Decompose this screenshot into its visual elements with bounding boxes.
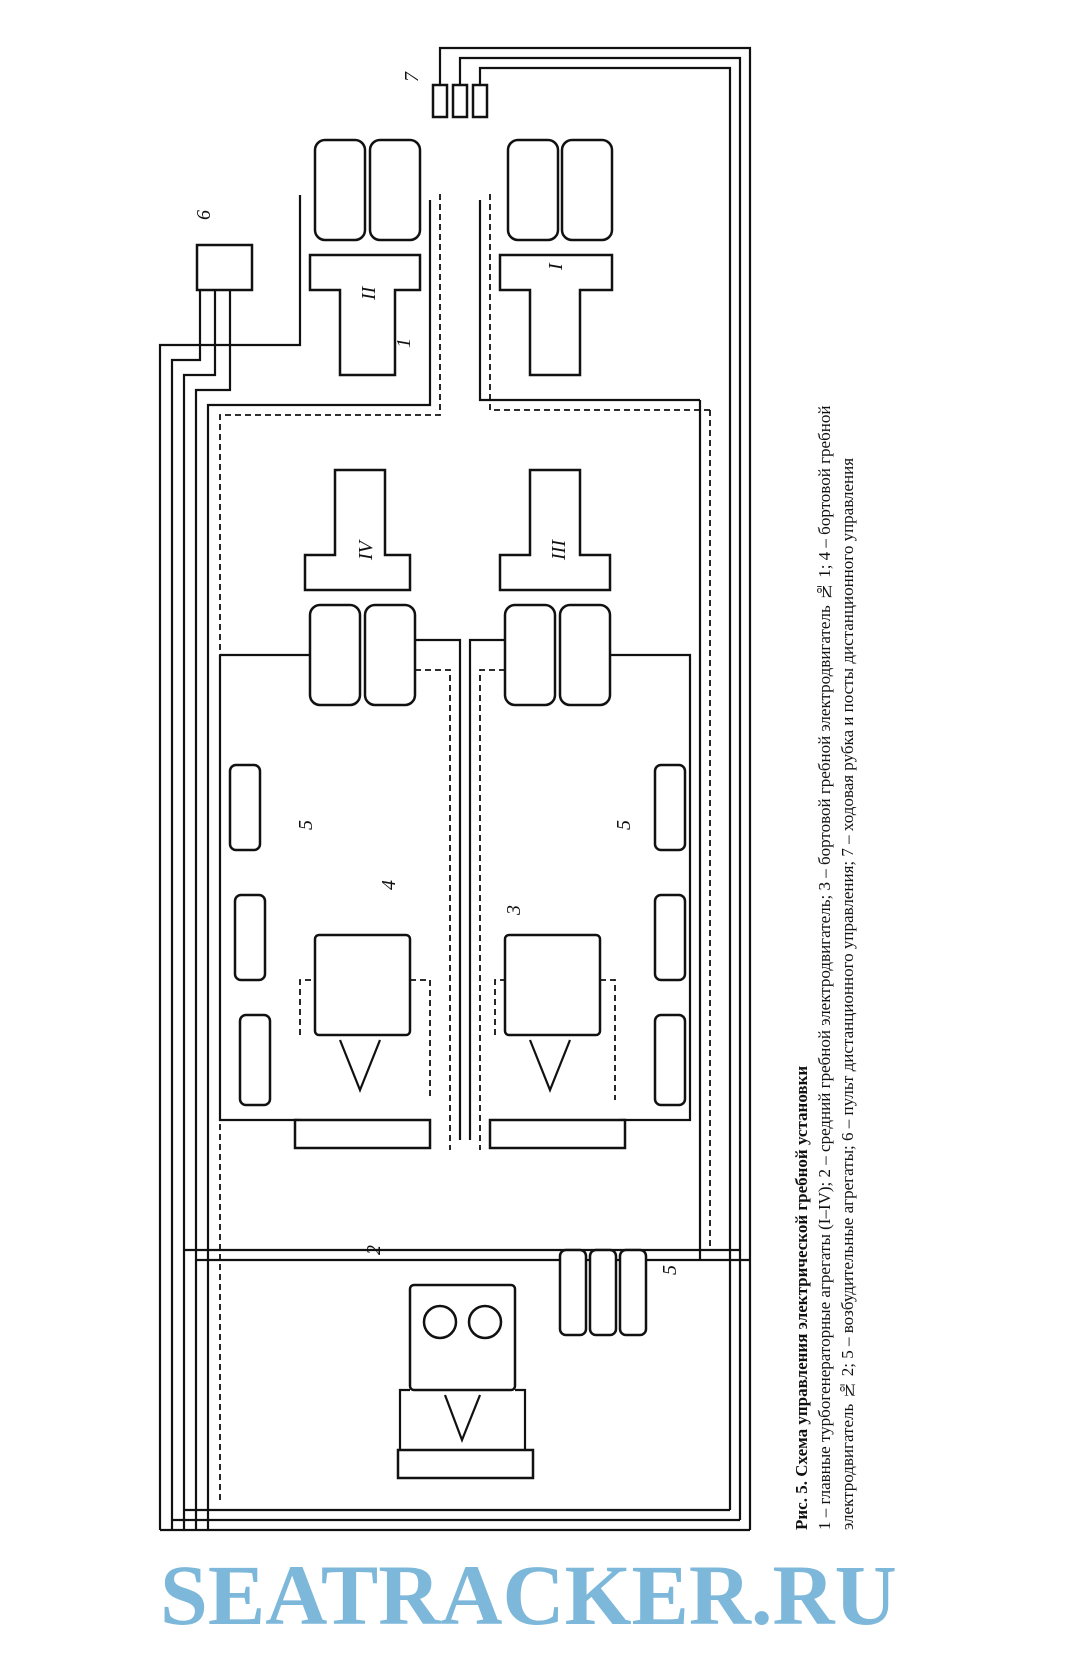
label-4: 4 <box>378 880 400 890</box>
turbogenerator-IV <box>303 468 417 707</box>
exciter-units-upper <box>228 763 272 1107</box>
watermark: SEATRACKER.RU <box>160 1547 897 1643</box>
caption-title: Рис. 5. Схема управления электрической г… <box>792 1065 811 1530</box>
central-propulsion-motor <box>398 1283 527 1450</box>
exciter-units-middle <box>558 1248 648 1337</box>
label-III: III <box>548 539 570 561</box>
turbogenerator-III <box>498 468 612 707</box>
bridge-control-posts <box>431 83 489 119</box>
label-5-middle: 5 <box>659 1265 681 1275</box>
label-2: 2 <box>363 1245 385 1255</box>
switchboard-lower <box>488 1118 627 1150</box>
label-1: 1 <box>393 338 415 348</box>
side-propulsion-motor-2 <box>299 933 431 1100</box>
label-5-lower: 5 <box>613 820 635 830</box>
label-3: 3 <box>503 905 525 916</box>
label-II: II <box>358 285 380 301</box>
label-5-upper: 5 <box>295 820 317 830</box>
caption-line-2: электродвигатель № 2; 5 – возбудительные… <box>838 457 857 1530</box>
turbogenerator-I <box>498 138 614 377</box>
label-7: 7 <box>401 71 423 82</box>
label-6: 6 <box>193 210 215 220</box>
switchboard-central <box>396 1448 535 1480</box>
switchboard-upper <box>293 1118 432 1150</box>
caption-line-1: 1 – главные турбогенераторные агрегаты (… <box>815 405 834 1530</box>
remote-control-desk <box>195 243 254 292</box>
figure-caption: Рис. 5. Схема управления электрической г… <box>790 70 859 1530</box>
side-propulsion-motor-1 <box>494 933 616 1100</box>
exciter-units-lower <box>653 763 687 1107</box>
label-IV: IV <box>355 538 377 561</box>
label-I: I <box>545 262 567 271</box>
turbogenerator-II <box>308 138 422 377</box>
